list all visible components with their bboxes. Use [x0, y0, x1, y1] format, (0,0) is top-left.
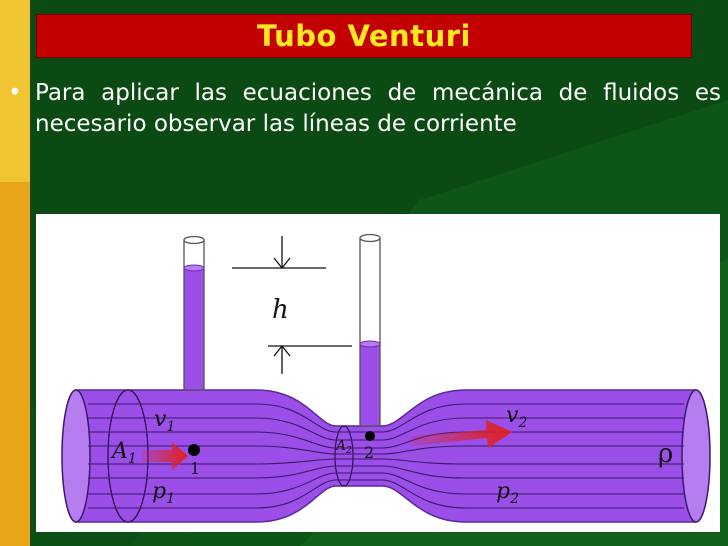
manometer-tube-2-meniscus: [359, 340, 381, 348]
streamlines: [88, 403, 684, 509]
velocity-arrow-v2: [410, 420, 512, 448]
diagram-labels: v1 A1 1 p1 A2 2 v2 p2 ρ: [110, 403, 673, 507]
label-a1: A1: [110, 439, 137, 467]
throat-cross-section-a2: [334, 425, 354, 487]
label-point-2: 2: [364, 443, 374, 462]
label-v2: v2: [506, 403, 527, 431]
manometer-tube-2-top: [359, 233, 381, 243]
title-banner: Tubo Venturi: [36, 14, 692, 58]
label-a2: A2: [334, 438, 352, 456]
bullet-marker: •: [8, 80, 22, 106]
label-h: h: [272, 295, 289, 325]
velocity-arrow-v1: [142, 442, 188, 470]
point-1-marker: [188, 444, 200, 456]
height-dimension: [232, 236, 352, 374]
manometer-tube-1-top: [183, 235, 205, 245]
inlet-end-cap: [61, 389, 91, 523]
label-v1: v1: [154, 407, 175, 435]
label-p1: p1: [152, 479, 175, 507]
manometer-tube-1-fluid: [184, 268, 204, 390]
label-p2: p2: [496, 479, 519, 507]
label-rho: ρ: [658, 439, 673, 469]
label-point-1: 1: [190, 459, 200, 478]
venturi-diagram-panel: h v1 A1 1 p1 A2 2 v2 p2 ρ: [36, 214, 720, 532]
bullet-text: Para aplicar las ecuaciones de mecánica …: [35, 80, 721, 137]
manometer-tube-1-meniscus: [183, 264, 205, 272]
slide-title: Tubo Venturi: [257, 19, 471, 53]
manometer-tube-2-fluid: [360, 344, 380, 426]
point-2-marker: [365, 431, 375, 441]
venturi-diagram: h v1 A1 1 p1 A2 2 v2 p2 ρ: [61, 233, 711, 523]
left-accent-bar-top: [0, 0, 30, 182]
outlet-end-cap: [681, 389, 711, 523]
